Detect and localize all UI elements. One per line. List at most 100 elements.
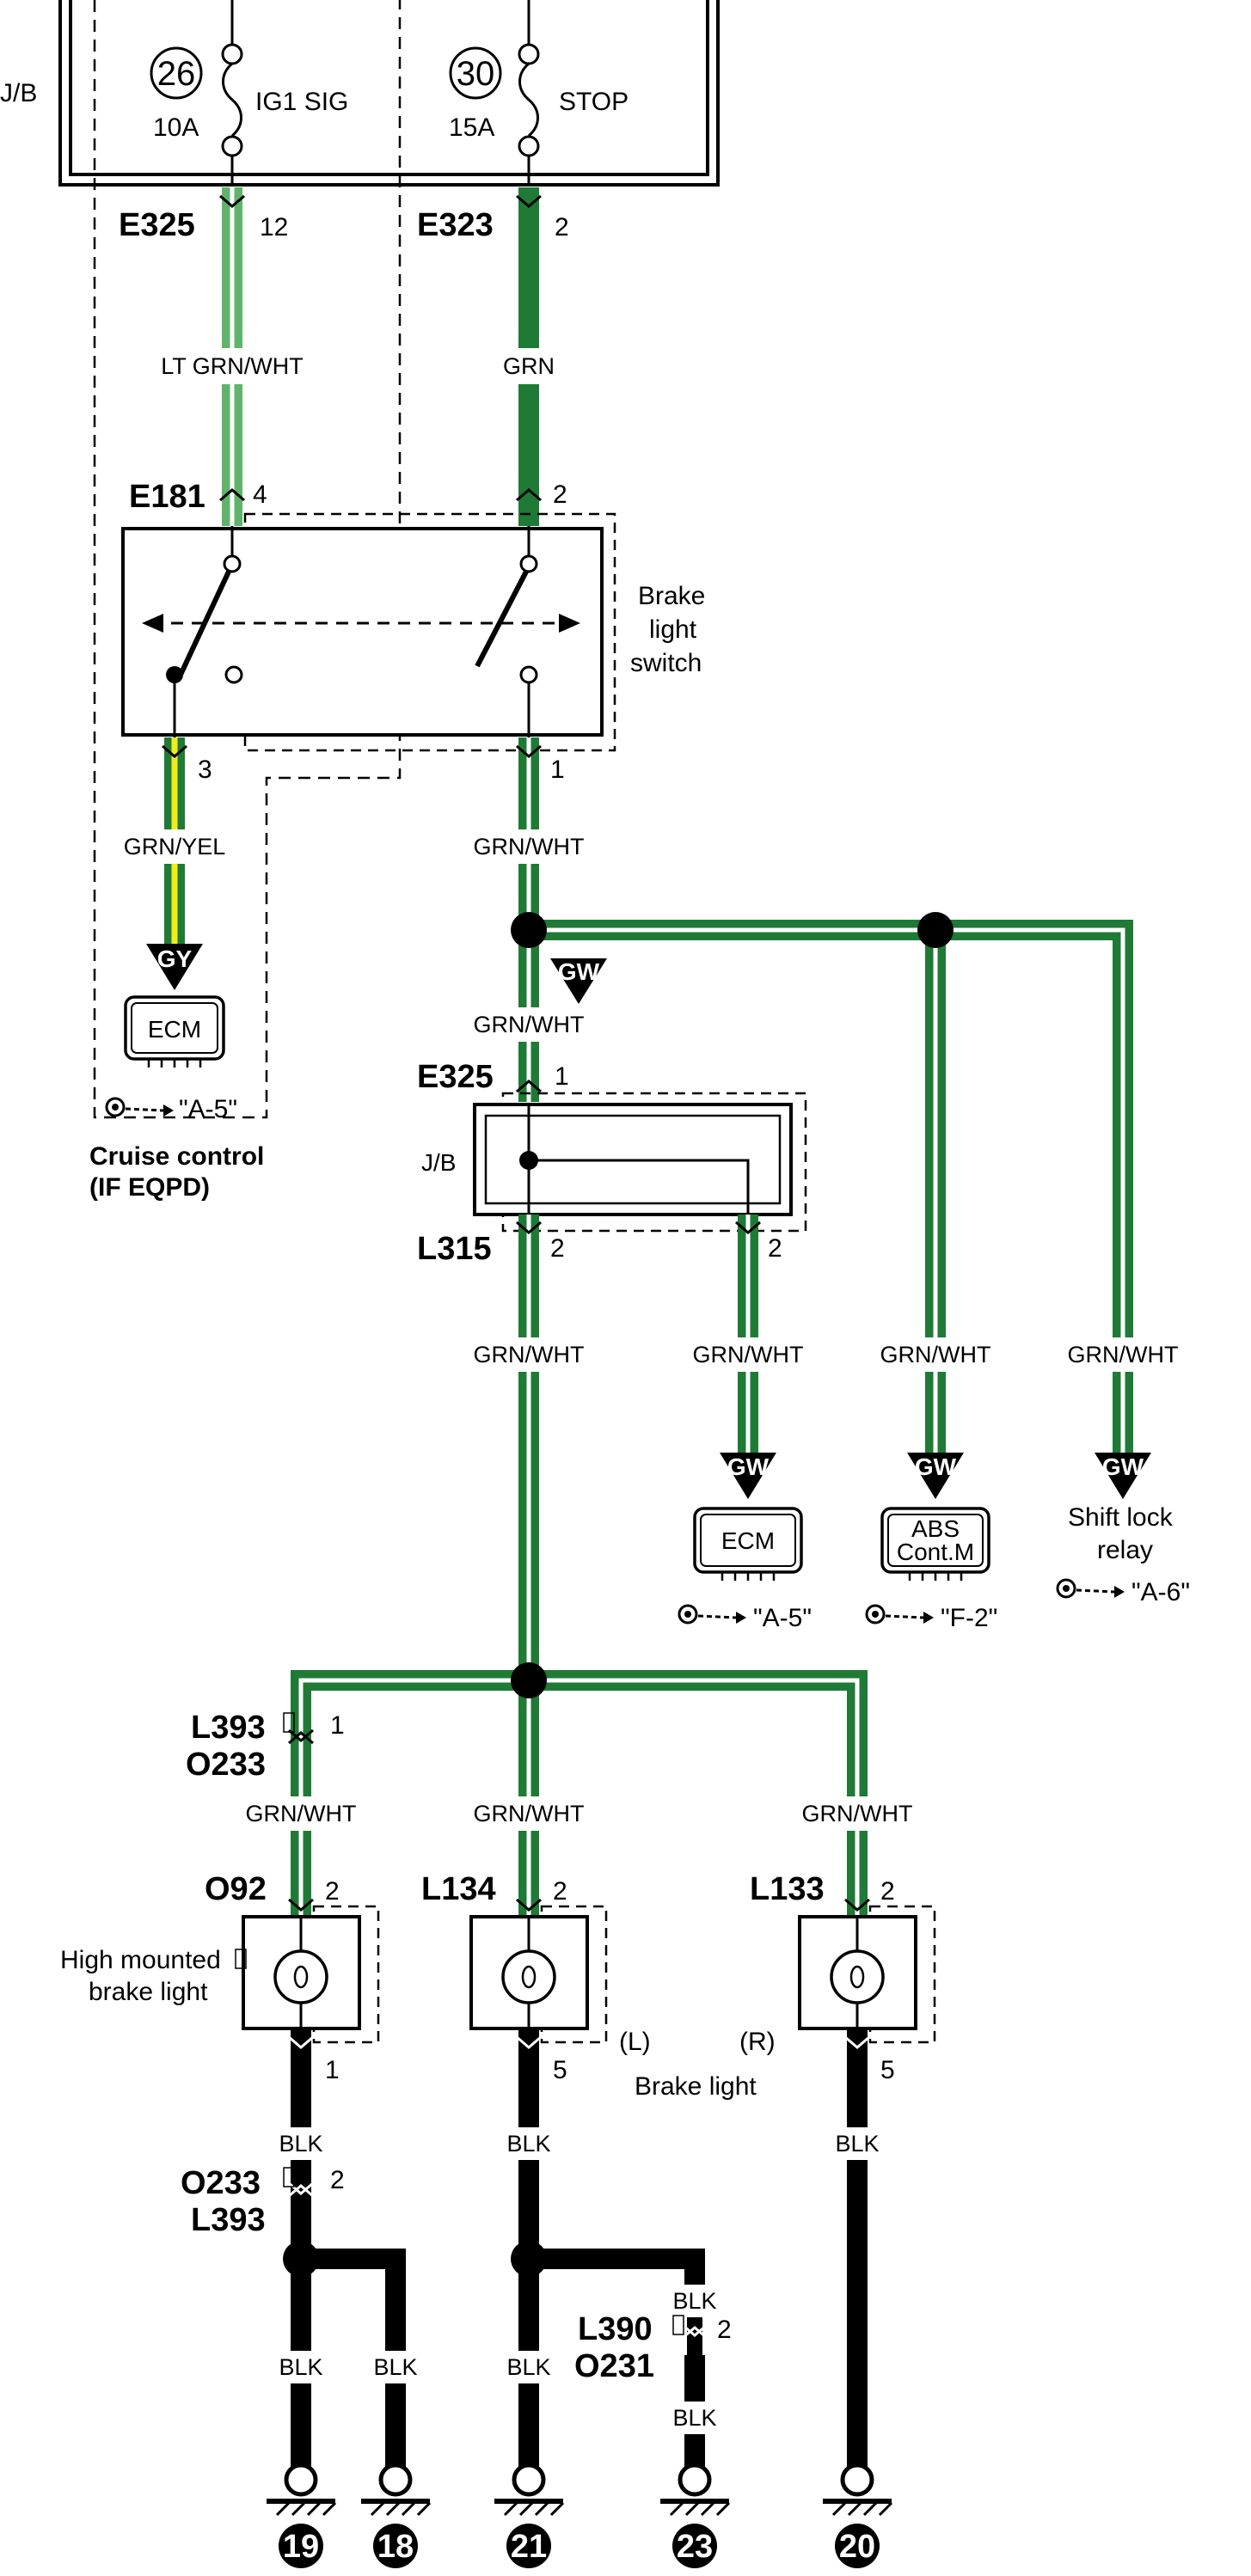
wire-label: GRN/YEL xyxy=(124,834,226,860)
junction-block-top: J/B xyxy=(0,0,720,187)
fuse-number: 26 xyxy=(157,55,196,93)
wire-tag-gw: GW xyxy=(1095,1453,1151,1499)
svg-text:19: 19 xyxy=(283,2529,319,2565)
fuse-26: 26 10A IG1 SIG xyxy=(150,0,348,185)
connector-pin: 1 xyxy=(325,2056,340,2084)
ground-number-badge xyxy=(672,2524,717,2568)
connector-pin: 12 xyxy=(260,213,288,242)
ecm-cruise: ECM xyxy=(124,995,225,1068)
connector-pin: 2 xyxy=(553,1877,567,1906)
wire-label: GRN xyxy=(503,353,555,379)
cruise-label-line: (IF EQPD) xyxy=(89,1173,210,1202)
connector-id: L390 xyxy=(578,2311,653,2347)
ground-20: 20 xyxy=(823,2463,893,2568)
wire-label: GRN/WHT xyxy=(1068,1342,1179,1368)
connector-glyph xyxy=(283,2167,295,2187)
connector-pin: 4 xyxy=(253,480,267,509)
wire-tag-gy: GY xyxy=(146,944,203,990)
splice-point xyxy=(511,2241,547,2277)
high-mounted-label: High mounted xyxy=(60,1946,221,1974)
connector-glyph xyxy=(235,1949,247,1969)
reference-eye-icon xyxy=(865,1604,934,1625)
wire-label: GRN/WHT xyxy=(474,834,585,860)
ground-number-badge xyxy=(373,2524,418,2568)
wire-label: BLK xyxy=(373,2354,417,2380)
fuse-name: IG1 SIG xyxy=(255,88,348,116)
connector-pin: 2 xyxy=(330,2166,345,2194)
connector-id: O231 xyxy=(574,2348,654,2384)
wire-label: GRN/WHT xyxy=(474,1342,585,1368)
connector-id: L133 xyxy=(750,1871,825,1907)
fuse-element xyxy=(518,62,539,138)
fuse-30: 30 15A STOP xyxy=(449,0,629,185)
splice-point xyxy=(917,912,954,948)
ecm-label: ECM xyxy=(148,1016,201,1043)
wire-label: GRN/WHT xyxy=(802,1801,913,1826)
abs-control-module: ABS Cont.M xyxy=(880,1507,990,1581)
wire-label: GRN/WHT xyxy=(474,1012,585,1037)
high-mounted-label: brake light xyxy=(89,1978,208,2006)
bulb-icon xyxy=(501,1949,556,2004)
fuse-name: STOP xyxy=(559,88,629,116)
svg-text:GW: GW xyxy=(1102,1453,1144,1480)
brake-light-switch: Brake light switch xyxy=(121,512,705,752)
connector-id: L315 xyxy=(417,1231,492,1267)
connector-pin: 2 xyxy=(880,1877,895,1906)
splice-point xyxy=(511,1662,547,1698)
ref-label: "A-5" xyxy=(179,1095,237,1123)
reference-eye-icon xyxy=(105,1097,174,1117)
connector-id: E323 xyxy=(417,207,494,243)
cruise-label-line: Cruise control xyxy=(89,1142,264,1171)
jb-inner-label: J/B xyxy=(421,1149,456,1176)
ref-label: "A-5" xyxy=(753,1604,812,1632)
wire-label: GRN/WHT xyxy=(474,1801,585,1826)
connector-pin: 2 xyxy=(553,480,567,509)
shift-lock-label: Shift lock xyxy=(1068,1503,1174,1532)
svg-text:GW: GW xyxy=(915,1453,957,1480)
wire-label: BLK xyxy=(506,2354,550,2380)
svg-text:21: 21 xyxy=(511,2529,547,2565)
ground-18: 18 xyxy=(361,2463,432,2568)
wire-tag-gw: GW xyxy=(720,1453,776,1499)
ground-23: 23 xyxy=(660,2463,731,2568)
svg-text:GY: GY xyxy=(157,945,193,972)
junction-block-inner: J/B xyxy=(421,1092,807,1233)
connector-id: L393 xyxy=(191,1710,266,1746)
wire-tag-gw: GW xyxy=(907,1453,964,1499)
side-label-right: (R) xyxy=(739,2028,776,2056)
connector-pin: 2 xyxy=(550,1234,565,1263)
svg-text:GW: GW xyxy=(727,1453,770,1480)
connector-glyph xyxy=(283,1712,295,1733)
ground-21: 21 xyxy=(494,2463,565,2568)
connector-id: O92 xyxy=(205,1871,267,1907)
connector-pin: 2 xyxy=(325,1877,340,1906)
bulb-icon xyxy=(273,1949,328,2004)
connector-id: O233 xyxy=(181,2165,261,2201)
switch-contact xyxy=(178,570,231,676)
ref-label: "F-2" xyxy=(941,1604,997,1632)
connector-pin: 1 xyxy=(330,1711,345,1740)
connector-id: E181 xyxy=(129,479,205,515)
connector-id: E325 xyxy=(119,207,195,243)
connector-marks-top xyxy=(219,194,542,502)
switch-label-line: Brake xyxy=(638,582,705,610)
svg-text:18: 18 xyxy=(377,2529,414,2565)
reference-eye-icon xyxy=(678,1604,746,1625)
wire-tag-gw: GW xyxy=(550,958,607,1004)
fuse-number-circle xyxy=(150,46,203,100)
wire-label: BLK xyxy=(506,2131,550,2157)
high-mounted-brake-light xyxy=(242,1905,380,2044)
connector-pin: 3 xyxy=(198,756,212,784)
fuse-rating: 15A xyxy=(449,113,494,142)
jb-label: J/B xyxy=(0,79,37,107)
wire-label: BLK xyxy=(279,2131,322,2157)
bulb-icon xyxy=(830,1949,885,2004)
connector-glyph xyxy=(672,2315,684,2335)
brake-light-label: Brake light xyxy=(635,2072,757,2101)
switch-label-line: light xyxy=(649,615,697,644)
connector-id: L393 xyxy=(191,2202,266,2238)
ref-label: "A-6" xyxy=(1131,1578,1190,1606)
wire-label: LT GRN/WHT xyxy=(161,353,304,379)
wire-label: GRN/WHT xyxy=(880,1342,991,1368)
connector-pin: 5 xyxy=(880,2056,895,2084)
